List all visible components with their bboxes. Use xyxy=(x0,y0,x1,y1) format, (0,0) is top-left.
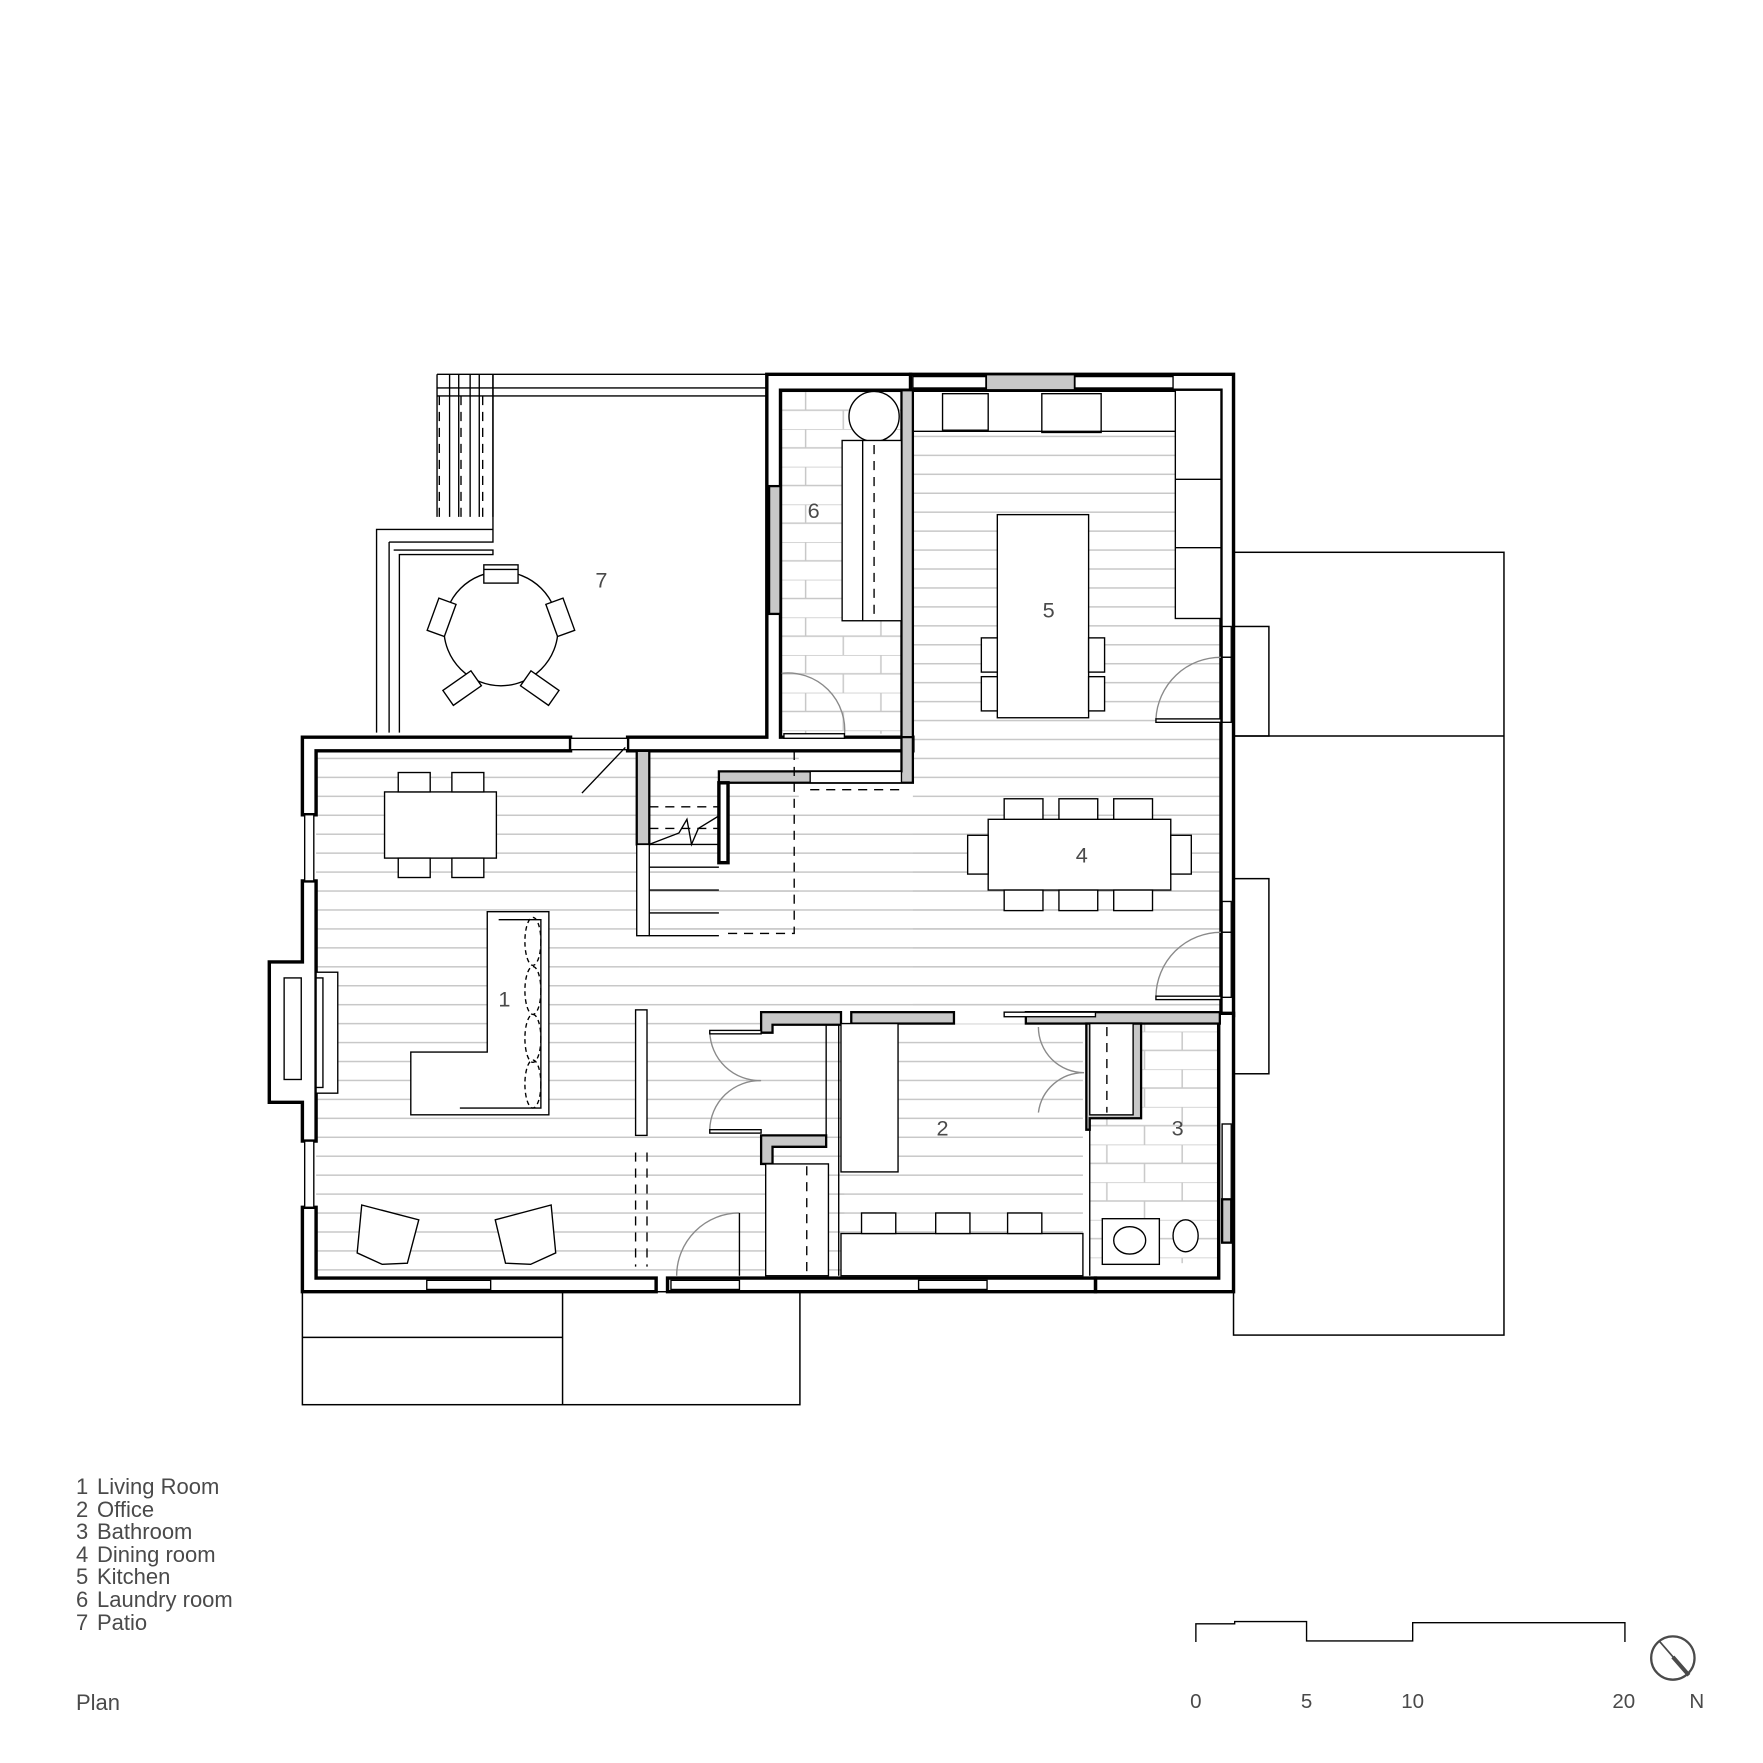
room-label-6: 6 xyxy=(808,498,820,523)
scale-bar: 0 5 10 20 xyxy=(1190,1620,1635,1713)
room-label-2: 2 xyxy=(937,1115,949,1140)
armchair xyxy=(356,1204,420,1266)
room-label-5: 5 xyxy=(1043,597,1055,622)
fireplace xyxy=(283,971,339,1094)
armchair xyxy=(494,1204,557,1266)
interior-walls xyxy=(634,389,1221,1277)
dining-table xyxy=(966,798,1192,912)
north-arrow-icon: N xyxy=(1650,1635,1704,1713)
scale-tick-5: 5 xyxy=(1301,1690,1312,1713)
doors xyxy=(569,656,1222,1276)
sectional-sofa xyxy=(410,911,550,1116)
scale-tick-0: 0 xyxy=(1190,1690,1201,1713)
scale-tick-10: 10 xyxy=(1401,1690,1424,1713)
staircase xyxy=(649,750,903,937)
room-label-3: 3 xyxy=(1172,1115,1184,1140)
north-label: N xyxy=(1689,1690,1704,1713)
room-label-7: 7 xyxy=(595,568,607,593)
room-label-4: 4 xyxy=(1076,843,1088,868)
patio-area xyxy=(375,373,767,733)
drawing-title: Plan xyxy=(76,1690,121,1715)
room-labels: 1 2 3 4 5 6 7 xyxy=(498,498,1183,1140)
room-label-1: 1 xyxy=(498,986,510,1011)
furniture xyxy=(356,389,1222,1277)
kitchen-island xyxy=(996,513,1090,719)
scale-tick-20: 20 xyxy=(1612,1690,1635,1713)
living-dining-table xyxy=(383,771,498,879)
patio-round-table xyxy=(426,564,576,707)
